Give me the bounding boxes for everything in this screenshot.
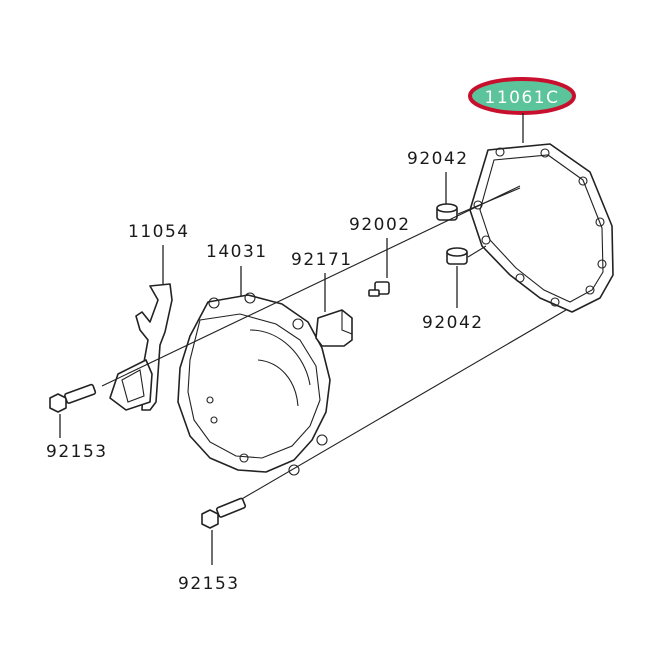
bolt-left bbox=[49, 383, 97, 413]
label-gasket[interactable]: 11061C bbox=[485, 88, 560, 108]
axis-line-lower bbox=[239, 309, 567, 501]
label-clamp[interactable]: 92171 bbox=[291, 250, 353, 270]
axis-line-upper bbox=[101, 185, 521, 387]
label-cover[interactable]: 14031 bbox=[206, 242, 268, 262]
plug bbox=[368, 281, 390, 297]
label-bolt-bottom[interactable]: 92153 bbox=[178, 574, 240, 594]
clamp bbox=[315, 309, 353, 347]
cover bbox=[177, 292, 331, 476]
label-pin-upper[interactable]: 92042 bbox=[407, 149, 469, 169]
dowel-pin-lower bbox=[446, 247, 468, 265]
label-plug[interactable]: 92002 bbox=[349, 215, 411, 235]
label-bracket[interactable]: 11054 bbox=[128, 222, 190, 242]
label-bolt-left[interactable]: 92153 bbox=[46, 442, 108, 462]
bolt-bottom bbox=[201, 497, 247, 529]
bracket bbox=[109, 283, 173, 411]
gasket bbox=[469, 143, 614, 313]
highlight-badge bbox=[468, 77, 576, 115]
dowel-pin-upper bbox=[436, 203, 458, 221]
pin-axis-lower bbox=[467, 245, 487, 258]
label-pin-lower[interactable]: 92042 bbox=[422, 313, 484, 333]
